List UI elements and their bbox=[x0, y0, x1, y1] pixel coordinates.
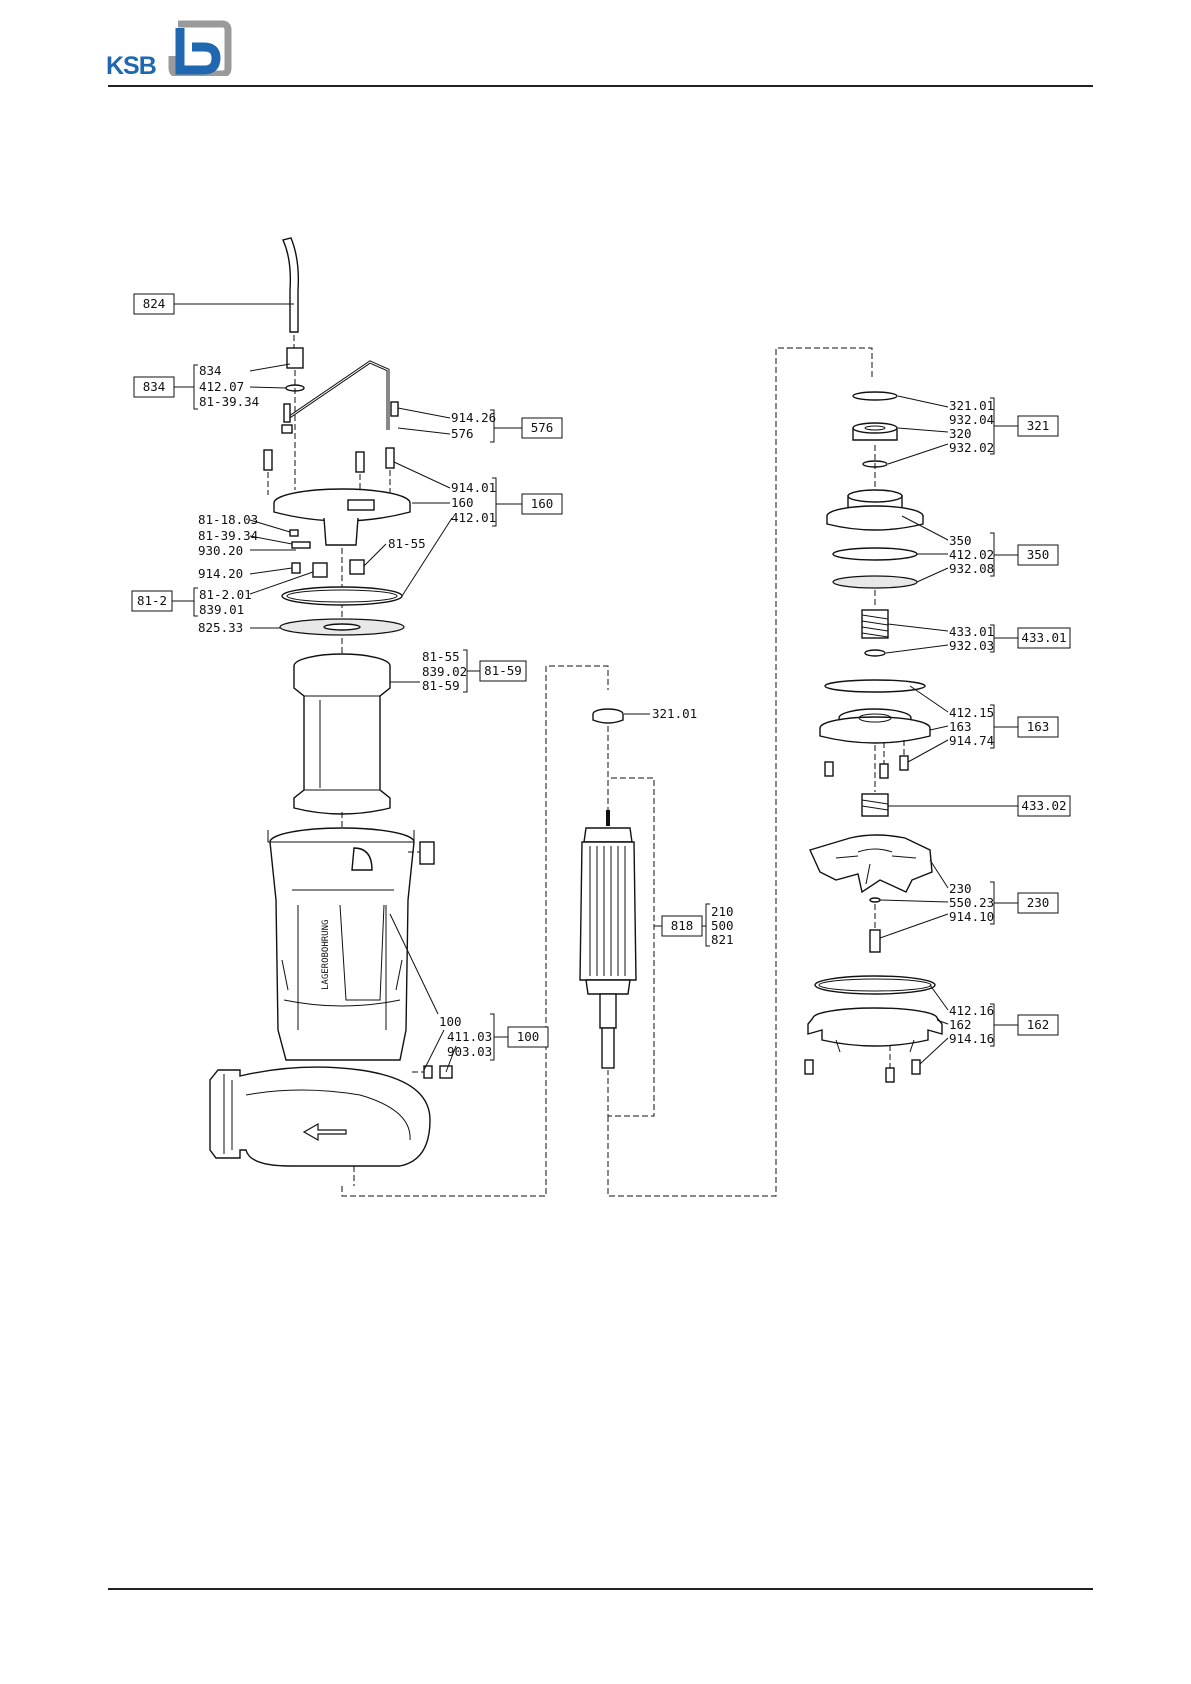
callout-818-item-2: 500 bbox=[711, 918, 734, 933]
callout-box-163 bbox=[1017, 716, 1059, 738]
callout-818-item-1: 210 bbox=[711, 904, 734, 919]
callout-834-item-3: 81-39.34 bbox=[199, 394, 259, 409]
callout-81-2-label: 81-2 bbox=[137, 593, 167, 608]
label-930-20: 930.20 bbox=[198, 543, 243, 558]
ksb-logo-mark-icon bbox=[168, 20, 232, 76]
callout-433-01-item-1: 433.01 bbox=[949, 624, 994, 639]
callout-350-label: 350 bbox=[1027, 547, 1050, 562]
callout-81-2-item-2: 839.01 bbox=[199, 602, 244, 617]
label-81-55: 81-55 bbox=[388, 536, 426, 551]
callout-160-item-1: 914.01 bbox=[451, 480, 496, 495]
callout-818-label: 818 bbox=[671, 918, 694, 933]
callout-230-item-3: 914.10 bbox=[949, 909, 994, 924]
callout-433-02-label: 433.02 bbox=[1021, 798, 1066, 813]
callout-321-item-1: 321.01 bbox=[949, 398, 994, 413]
screw-91426 bbox=[390, 401, 399, 417]
o-ring-41216 bbox=[814, 975, 936, 995]
callout-350-item-3: 932.08 bbox=[949, 561, 994, 576]
callout-433-01-label: 433.01 bbox=[1021, 630, 1066, 645]
mech-seal-43302 bbox=[861, 793, 889, 817]
callout-100-item-2: 411.03 bbox=[447, 1029, 492, 1044]
callout-818-item-3: 821 bbox=[711, 932, 734, 947]
callout-321-item-2: 932.04 bbox=[949, 412, 994, 427]
screw-b bbox=[355, 451, 365, 473]
callout-box-100 bbox=[507, 1026, 549, 1048]
ksb-logo: KSB bbox=[106, 20, 232, 80]
callout-162-item-2: 162 bbox=[949, 1017, 972, 1032]
callout-81-59-item-1: 81-55 bbox=[422, 649, 460, 664]
callout-350-item-1: 350 bbox=[949, 533, 972, 548]
callout-162-label: 162 bbox=[1027, 1017, 1050, 1032]
callout-160-label: 160 bbox=[531, 496, 554, 511]
callout-box-81-59 bbox=[479, 660, 527, 682]
svg-text:LAGEROBOHRUNG: LAGEROBOHRUNG bbox=[321, 920, 331, 990]
callout-163-item-2: 163 bbox=[949, 719, 972, 734]
screw-91410 bbox=[869, 929, 881, 953]
callout-box-350 bbox=[1017, 544, 1059, 566]
circlip-93204 bbox=[852, 391, 898, 401]
callout-576-label: 576 bbox=[531, 420, 554, 435]
terminal-812 bbox=[349, 559, 365, 575]
callout-box-162 bbox=[1017, 1014, 1059, 1036]
label-321-01-mid: 321.01 bbox=[652, 706, 697, 721]
washer-55023 bbox=[869, 897, 881, 903]
callout-824-label: 824 bbox=[143, 296, 166, 311]
callout-321-item-3: 320 bbox=[949, 426, 972, 441]
callout-163-item-3: 914.74 bbox=[949, 733, 994, 748]
label-914-20: 914.20 bbox=[198, 566, 243, 581]
callout-834-label: 834 bbox=[143, 379, 166, 394]
callout-162-item-1: 412.16 bbox=[949, 1003, 994, 1018]
rotor-818 bbox=[583, 827, 633, 843]
callout-834-item-1: 834 bbox=[199, 363, 222, 378]
callout-100-label: 100 bbox=[517, 1029, 540, 1044]
screw-91401 bbox=[385, 447, 395, 469]
screw-8139 bbox=[283, 403, 291, 423]
impeller-230 bbox=[809, 834, 933, 894]
callout-81-2-item-1: 81-2.01 bbox=[199, 587, 252, 602]
callout-box-433-02 bbox=[1017, 795, 1071, 817]
label-81-39-34: 81-39.34 bbox=[198, 528, 258, 543]
circlip-93208 bbox=[832, 575, 918, 589]
screw-a bbox=[263, 449, 273, 471]
o-ring-41202 bbox=[832, 547, 918, 561]
cable-part bbox=[282, 237, 300, 333]
callout-321-label: 321 bbox=[1027, 418, 1050, 433]
callout-160-item-3: 412.01 bbox=[451, 510, 496, 525]
callout-box-824 bbox=[133, 293, 175, 315]
callout-81-59-item-3: 81-59 bbox=[422, 678, 460, 693]
arrow-flow-icon bbox=[302, 1122, 347, 1142]
callout-230-item-2: 550.23 bbox=[949, 895, 994, 910]
cable-gland-part bbox=[286, 347, 304, 369]
callout-box-230 bbox=[1017, 892, 1059, 914]
label-825-33: 825.33 bbox=[198, 620, 243, 635]
footer-rule bbox=[108, 1588, 1093, 1590]
callout-162-item-3: 914.16 bbox=[949, 1031, 994, 1046]
callout-350-item-2: 412.02 bbox=[949, 547, 994, 562]
ksb-logo-text: KSB bbox=[106, 52, 157, 80]
callout-box-433-01 bbox=[1017, 627, 1071, 649]
header-rule bbox=[108, 85, 1093, 87]
callout-81-59-label: 81-59 bbox=[484, 663, 522, 678]
callout-81-59-item-2: 839.02 bbox=[422, 664, 467, 679]
callout-321-item-4: 932.02 bbox=[949, 440, 994, 455]
callout-100-item-3: 903.03 bbox=[447, 1044, 492, 1059]
callout-230-label: 230 bbox=[1027, 895, 1050, 910]
callout-box-160 bbox=[521, 493, 563, 515]
callout-576-item-2: 576 bbox=[451, 426, 474, 441]
callout-box-576 bbox=[521, 417, 563, 439]
label-81-18-03: 81-18.03 bbox=[198, 512, 258, 527]
callout-433-01-item-2: 932.03 bbox=[949, 638, 994, 653]
callout-230-item-1: 230 bbox=[949, 881, 972, 896]
volute-casing bbox=[209, 1066, 431, 1167]
callout-163-label: 163 bbox=[1027, 719, 1050, 734]
callout-576-item-1: 914.26 bbox=[451, 410, 496, 425]
callout-160-item-2: 160 bbox=[451, 495, 474, 510]
terminal-8155 bbox=[312, 562, 328, 578]
callout-100-item-1: 100 bbox=[439, 1014, 462, 1029]
o-ring-41215 bbox=[824, 679, 926, 693]
callout-163-item-1: 412.15 bbox=[949, 705, 994, 720]
callout-834-item-2: 412.07 bbox=[199, 379, 244, 394]
callout-box-321 bbox=[1017, 415, 1059, 437]
